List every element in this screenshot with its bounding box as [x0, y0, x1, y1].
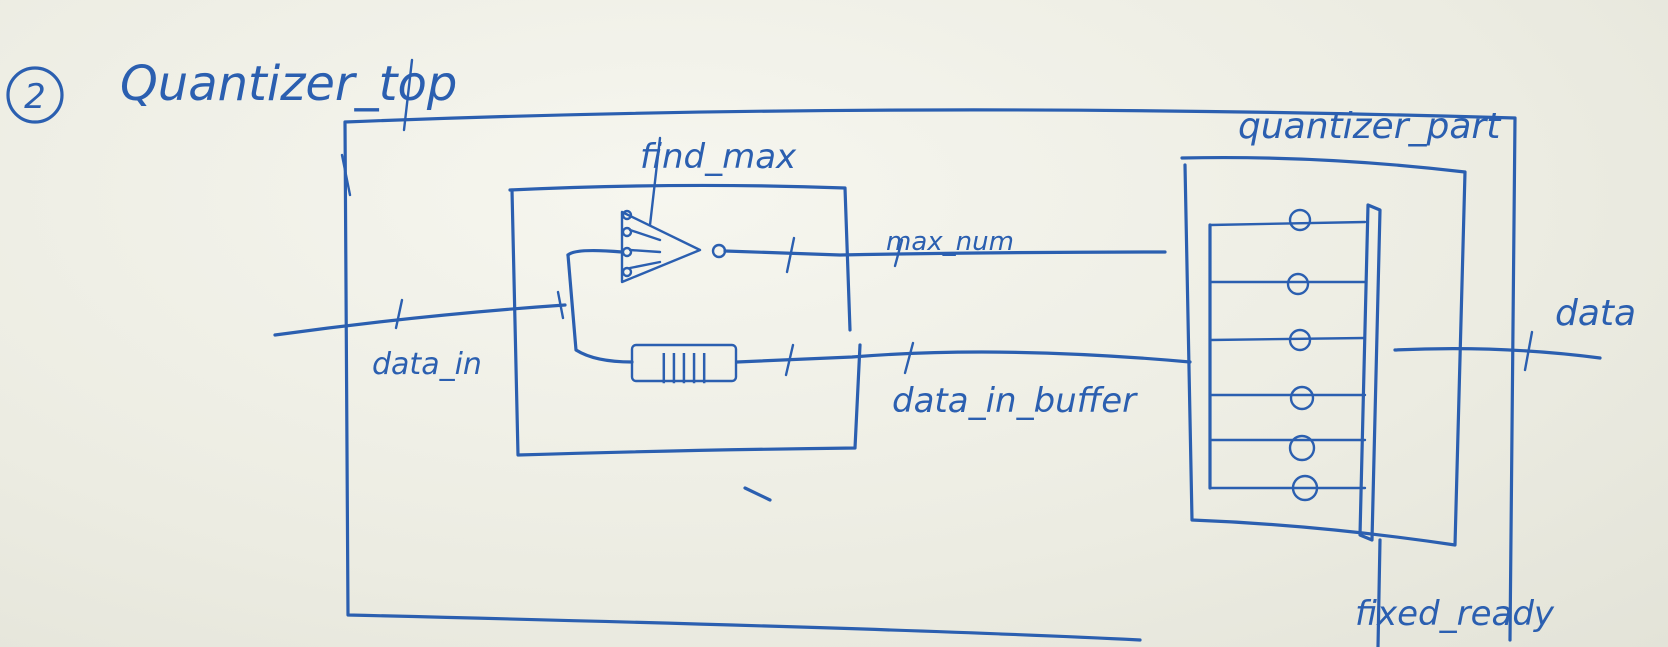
step-number-marker: 2: [6, 66, 64, 124]
comparator-input-node-3: [621, 246, 633, 258]
data-in-wire: [273, 303, 567, 337]
data-out-label: data: [1555, 293, 1636, 334]
data-in-to-buffer-wire: [566, 253, 634, 364]
lane-1-wire: [1208, 220, 1367, 227]
find-max-box-top: [508, 183, 852, 332]
comparator-inputs: [628, 228, 662, 270]
data-in-to-comparator-wire: [566, 248, 624, 257]
data-out-bus-mark: [1523, 330, 1534, 372]
find-max-label-leader: [648, 136, 662, 227]
max-num-label: max_num: [886, 227, 1014, 257]
step-number: 2: [24, 77, 46, 117]
data-in-buffer-label: data_in_buffer: [892, 381, 1138, 421]
comparator-input-node-4: [621, 266, 633, 278]
quantizer-part-box: [1180, 155, 1467, 547]
comparator-tree: [620, 209, 727, 284]
data-in-buffer-wire: [735, 350, 1192, 364]
diagram-title: Quantizer_top: [120, 56, 457, 112]
comparator-triangle: [620, 210, 702, 284]
fifo-symbol: |||||: [659, 349, 710, 384]
stray-mark: [743, 486, 772, 502]
multiplier-5: [1288, 434, 1316, 462]
multiplier-2: [1286, 272, 1310, 296]
multiplier-6: [1291, 474, 1319, 502]
data-in-label: data_in: [372, 347, 482, 382]
data-in-bus-marks: [394, 290, 565, 330]
comparator-output-node: [711, 243, 727, 259]
multiplier-1: [1288, 208, 1312, 232]
multiplier-4: [1289, 385, 1315, 411]
comparator-input-node-2: [621, 226, 633, 238]
max-num-bus-marks: [785, 236, 904, 274]
data-out-wire: [1393, 347, 1602, 360]
find-max-box-bottom: [510, 188, 862, 457]
comparator-input-node-1: [621, 209, 633, 221]
multiplier-3: [1288, 328, 1312, 352]
outer-box-tick: [340, 153, 352, 197]
quantizer-part-label: quantizer_part: [1238, 106, 1502, 147]
step-circle: [6, 66, 64, 124]
max-num-wire: [723, 249, 1167, 257]
fixed-ready-wire: [1376, 538, 1382, 647]
fixed-ready-label: fixed_ready: [1355, 594, 1555, 634]
find-max-label: find_max: [640, 137, 797, 177]
lane-3-wire: [1208, 336, 1367, 342]
multiplier-array: [1208, 208, 1367, 502]
output-mux: [1358, 203, 1382, 542]
data-in-buffer-bus-marks: [784, 341, 915, 377]
outer-top-box: [343, 108, 1517, 642]
